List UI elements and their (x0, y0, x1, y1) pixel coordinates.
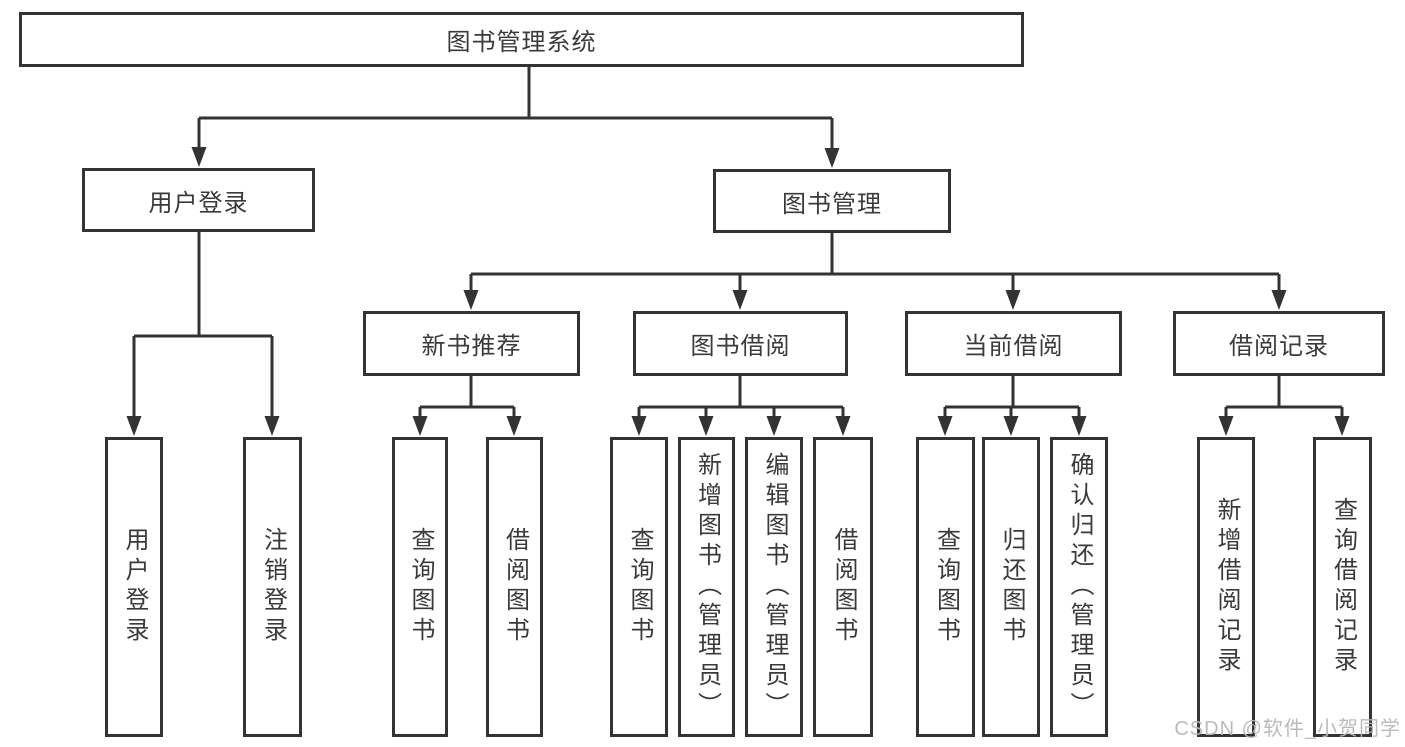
arrow-down-icon (1071, 416, 1087, 436)
arrow-down-icon (766, 416, 782, 436)
node-leaf-query-books-3: 查询图书 (916, 437, 975, 737)
node-current-borrowing: 当前借阅 (905, 311, 1122, 376)
leaf-label: 新增借阅记录 (1213, 497, 1240, 677)
leaf-label: 借阅图书 (501, 527, 529, 647)
arrow-down-icon (732, 290, 748, 310)
node-new-book-recommend: 新书推荐 (363, 311, 580, 376)
node-leaf-borrow-books-2: 借阅图书 (813, 437, 873, 737)
node-leaf-return-books: 归还图书 (982, 437, 1040, 737)
arrow-down-icon (631, 416, 647, 436)
node-leaf-user-login: 用户登录 (105, 437, 163, 737)
node-leaf-query-books-1: 查询图书 (392, 437, 448, 737)
leaf-label: 查询图书 (626, 527, 653, 647)
leaf-label: 归还图书 (998, 527, 1025, 647)
leaf-label: 用户登录 (121, 527, 148, 647)
node-leaf-confirm-return-admin: 确认归还（管理员） (1050, 437, 1108, 737)
leaf-label: 查询图书 (932, 527, 960, 647)
arrow-down-icon (506, 416, 522, 436)
node-borrowing-records: 借阅记录 (1173, 311, 1385, 376)
leaf-label: 借阅图书 (830, 527, 857, 647)
arrow-down-icon (412, 416, 428, 436)
arrow-down-icon (463, 290, 479, 310)
csdn-watermark: CSDN @软件_小贺同学 (1174, 718, 1401, 740)
leaf-label: 查询借阅记录 (1329, 497, 1357, 677)
node-leaf-query-books-2: 查询图书 (610, 437, 668, 737)
node-leaf-borrow-books-1: 借阅图书 (486, 437, 543, 737)
arrow-down-icon (1218, 416, 1234, 436)
arrow-down-icon (191, 147, 207, 167)
node-user-login: 用户登录 (82, 168, 315, 232)
node-book-management: 图书管理 (713, 169, 951, 233)
node-book-borrowing: 图书借阅 (633, 311, 848, 376)
leaf-label: 确认归还（管理员） (1066, 452, 1093, 722)
leaf-label: 编辑图书（管理员） (761, 452, 788, 722)
arrow-down-icon (1271, 290, 1287, 310)
arrow-down-icon (1003, 416, 1019, 436)
node-root-system: 图书管理系统 (19, 12, 1024, 67)
node-leaf-add-books-admin: 新增图书（管理员） (678, 437, 735, 737)
leaf-label: 查询图书 (407, 527, 434, 647)
node-leaf-query-borrow-record: 查询借阅记录 (1313, 437, 1372, 737)
leaf-label: 注销登录 (259, 527, 287, 647)
arrow-down-icon (937, 416, 953, 436)
arrow-down-icon (1005, 290, 1021, 310)
arrow-down-icon (824, 148, 840, 168)
arrow-down-icon (264, 416, 280, 436)
arrow-down-icon (1334, 416, 1350, 436)
arrow-down-icon (126, 416, 142, 436)
leaf-label: 新增图书（管理员） (693, 452, 721, 722)
arrow-down-icon (835, 416, 851, 436)
node-leaf-logout: 注销登录 (243, 437, 302, 737)
node-leaf-edit-books-admin: 编辑图书（管理员） (745, 437, 803, 737)
arrow-down-icon (698, 416, 714, 436)
node-leaf-add-borrow-record: 新增借阅记录 (1197, 437, 1255, 737)
